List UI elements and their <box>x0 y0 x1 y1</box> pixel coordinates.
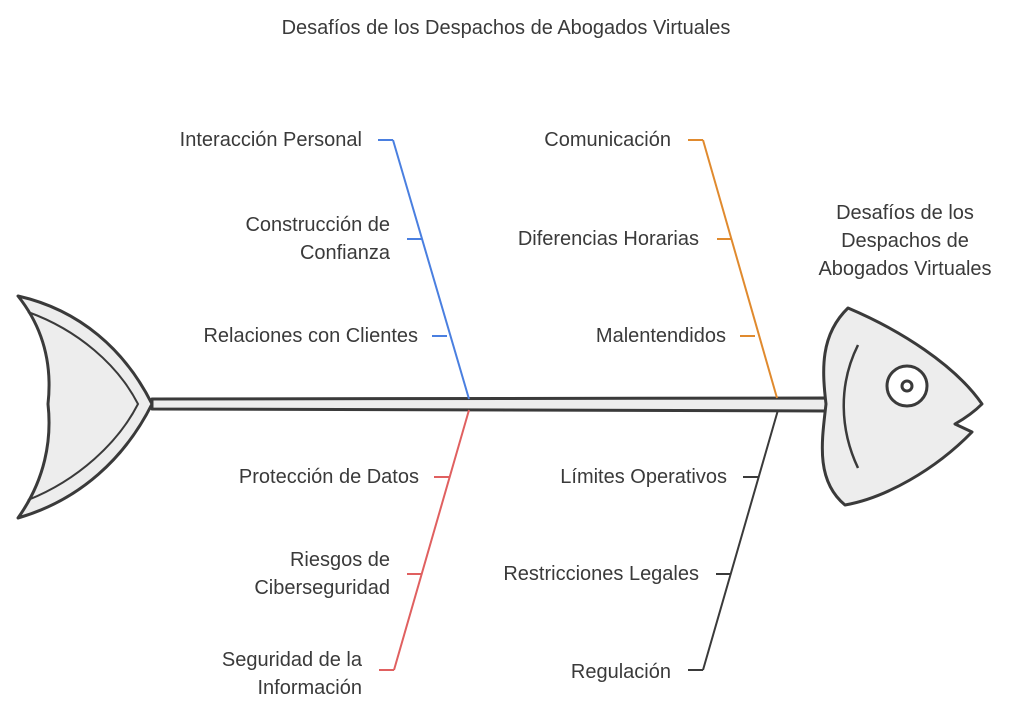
cause-label: Interacción Personal <box>179 129 362 151</box>
bone-bottom-left <box>379 409 470 671</box>
cause-label: Protección de Datos <box>238 466 419 488</box>
cause-label: Construcción de Confianza <box>245 214 390 264</box>
cause-label: Comunicación <box>544 129 671 151</box>
cause-label: Límites Operativos <box>560 466 727 488</box>
bone-top-left <box>378 139 470 400</box>
cause-label: Restricciones Legales <box>503 563 699 585</box>
cause-label: Relaciones con Clientes <box>203 325 418 347</box>
fish-gill <box>842 344 860 469</box>
bone-top-right <box>688 139 778 399</box>
fish-tail-inner <box>27 311 140 501</box>
fish-pupil <box>900 379 914 393</box>
diagram-title: Desafíos de los Despachos de Abogados Vi… <box>281 17 731 39</box>
cause-label: Regulación <box>570 661 671 683</box>
fish-tail <box>16 294 154 520</box>
bone-bottom-right <box>688 409 779 671</box>
cause-label: Seguridad de la Información <box>221 649 362 699</box>
cause-label: Riesgos de Ciberseguridad <box>254 549 390 599</box>
cause-label: Diferencias Horarias <box>517 228 699 250</box>
fish-spine <box>150 396 830 413</box>
fish-head-label: Desafíos de los Despachos de Abogados Vi… <box>818 202 992 280</box>
cause-label: Malentendidos <box>595 325 726 347</box>
